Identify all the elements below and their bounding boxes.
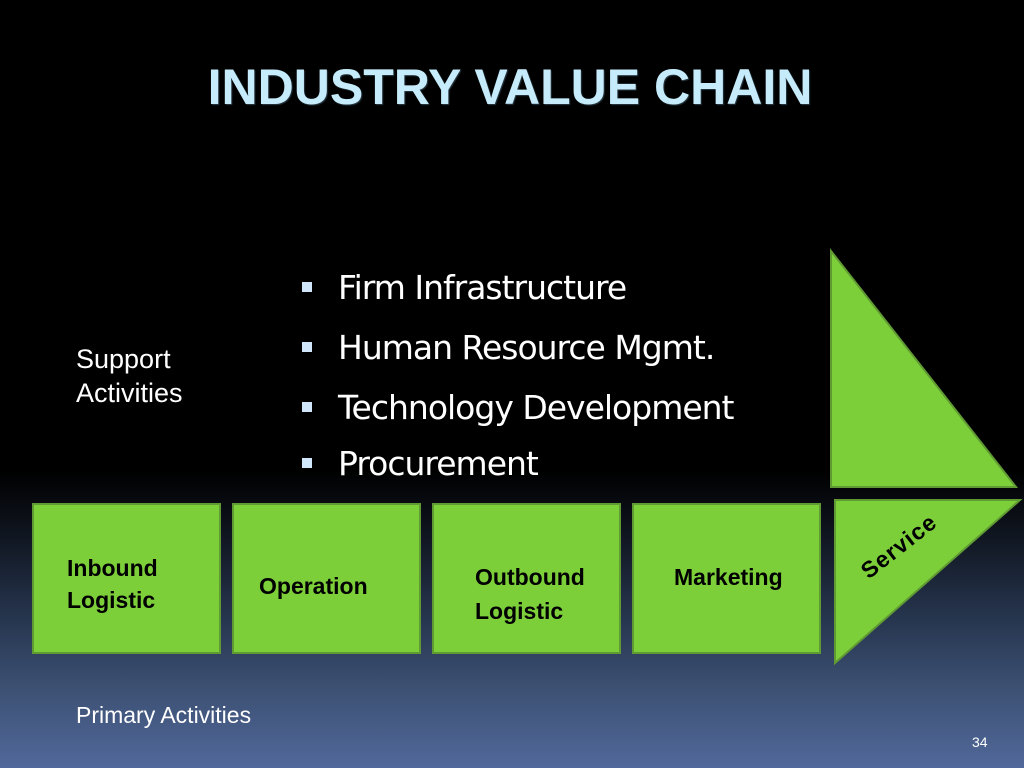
square-bullet-icon [302, 402, 312, 412]
primary-activities-label: Primary Activities [76, 702, 252, 728]
primary-box-marketing: Marketing [632, 503, 821, 654]
margin-triangle-upper [830, 248, 1019, 488]
support-label-line2: Activities [76, 378, 183, 408]
page-number: 34 [972, 734, 988, 750]
box-label-line2: Logistic [475, 598, 564, 624]
box-label: Marketing [674, 561, 783, 593]
list-item-label: Technology Development [338, 388, 734, 427]
box-label-line1: Operation [259, 573, 368, 599]
square-bullet-icon [302, 458, 312, 468]
support-activities-list: Firm Infrastructure Human Resource Mgmt.… [300, 264, 734, 500]
box-label: Operation [259, 570, 368, 602]
box-label-line2: Logistic [67, 587, 156, 613]
primary-box-operation: Operation [232, 503, 421, 654]
list-item-label: Human Resource Mgmt. [338, 328, 715, 367]
list-item: Technology Development [300, 384, 734, 444]
list-item-label: Firm Infrastructure [338, 268, 627, 307]
square-bullet-icon [302, 282, 312, 292]
list-item: Firm Infrastructure [300, 264, 734, 324]
primary-box-outbound-logistic: Outbound Logistic [432, 503, 621, 654]
box-label-line1: Marketing [674, 564, 783, 590]
primary-box-inbound-logistic: Inbound Logistic [32, 503, 221, 654]
list-item: Human Resource Mgmt. [300, 324, 734, 384]
slide-title: INDUSTRY VALUE CHAIN [207, 59, 813, 115]
list-item-label: Procurement [338, 444, 539, 483]
square-bullet-icon [302, 342, 312, 352]
box-label-line1: Inbound [67, 555, 158, 581]
box-label-line1: Outbound [475, 564, 585, 590]
box-label: Inbound Logistic [67, 552, 158, 616]
list-item: Procurement [300, 440, 734, 500]
support-activities-label: Support Activities [76, 342, 183, 410]
support-label-line1: Support [76, 344, 171, 374]
box-label: Outbound Logistic [475, 561, 585, 627]
service-triangle [834, 499, 1023, 666]
